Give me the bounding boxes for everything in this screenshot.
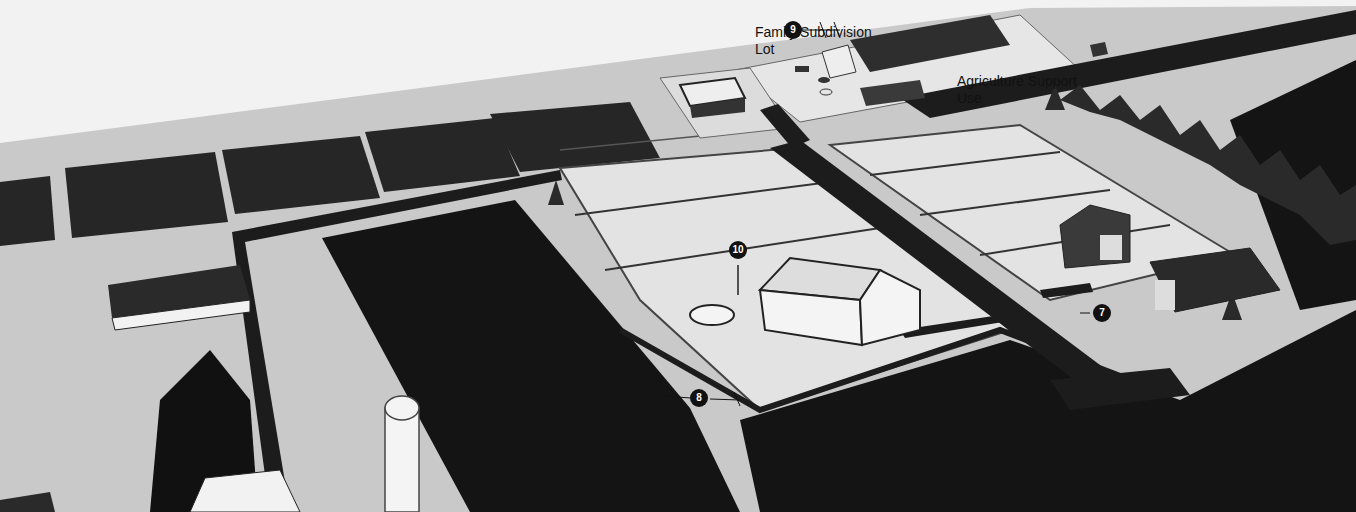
- equipment: [820, 89, 832, 95]
- dimension-line: [666, 396, 690, 398]
- shed: [860, 80, 925, 106]
- dimension-tick: [734, 392, 740, 406]
- equipment: [795, 66, 809, 72]
- callout-number: 8: [690, 389, 708, 407]
- lot-line: [575, 182, 830, 215]
- tree: [548, 180, 564, 205]
- road: [232, 170, 562, 512]
- crop-field: [322, 200, 740, 512]
- house: [760, 290, 862, 345]
- area-label: Agriculture Support Use: [957, 73, 1087, 107]
- crop-field: [65, 152, 228, 238]
- farmhouse: [822, 45, 856, 78]
- house: [1060, 205, 1130, 268]
- building: [112, 300, 250, 330]
- area-label: Family Subdivision Lot: [755, 24, 895, 58]
- crop-field: [365, 118, 520, 192]
- light-pole: [737, 265, 739, 295]
- road-edge: [620, 330, 1170, 410]
- crop-field: [0, 176, 55, 246]
- callout-number: 7: [1093, 304, 1111, 322]
- barn-roof: [190, 470, 300, 512]
- family-lot: [660, 68, 790, 138]
- equipment: [818, 77, 830, 83]
- dimension-line: [710, 399, 740, 400]
- house-wall: [1155, 280, 1175, 310]
- house: [690, 98, 745, 118]
- silo: [385, 408, 419, 512]
- driveway: [760, 104, 810, 148]
- barn-building: [850, 15, 1010, 72]
- lot-line: [870, 152, 1060, 175]
- callout-number: 9: [784, 21, 802, 39]
- shed: [1090, 42, 1108, 57]
- house: [1150, 248, 1280, 312]
- house-wall: [1100, 235, 1122, 260]
- building: [0, 492, 55, 512]
- silo-dome: [385, 396, 419, 420]
- garage: [860, 270, 920, 345]
- leader-line: [1080, 313, 1090, 314]
- crop-field: [222, 136, 380, 214]
- agriculture-lot: [735, 15, 1080, 122]
- pool: [690, 305, 734, 325]
- callout-number: 10: [729, 241, 747, 259]
- driveway: [1040, 283, 1093, 298]
